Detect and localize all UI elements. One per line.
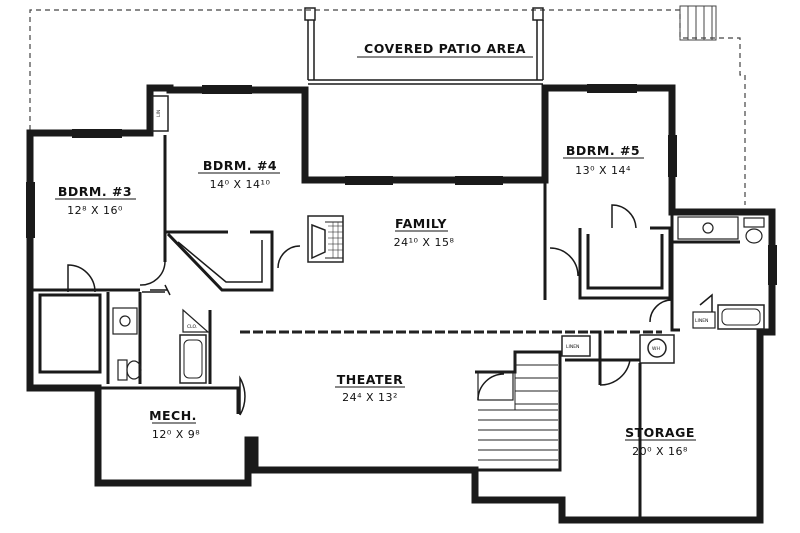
- sink: [112, 307, 138, 335]
- door-swing: [239, 375, 246, 416]
- room-dims: 14⁰ X 14¹⁰: [210, 178, 271, 191]
- room-covered-patio: COVERED PATIO AREA: [357, 41, 533, 58]
- closet-clo: CLO.: [182, 308, 210, 333]
- room-label: FAMILY: [395, 216, 447, 231]
- room-label: BDRM. #3: [58, 184, 132, 199]
- window: [587, 84, 637, 93]
- closet-label: CLO.: [187, 324, 197, 330]
- door-swing: [139, 261, 166, 286]
- door-swing: [699, 293, 713, 312]
- window: [455, 176, 503, 185]
- covered-patio-structure: [304, 7, 544, 85]
- room-dims: 20⁰ X 16⁸: [632, 445, 688, 458]
- room-label: STORAGE: [625, 425, 695, 440]
- door-swing: [277, 245, 301, 269]
- interior-wall: [578, 226, 672, 300]
- room-label: BDRM. #4: [203, 158, 277, 173]
- room-label: MECH.: [149, 408, 197, 423]
- bathtub-basin: [183, 339, 203, 379]
- window: [26, 182, 35, 238]
- room-label: COVERED PATIO AREA: [364, 41, 526, 56]
- bathtub-basin: [721, 308, 761, 326]
- window: [345, 176, 393, 185]
- bathtub: [717, 304, 765, 330]
- interior-stair: [475, 350, 562, 472]
- sink-basin: [702, 222, 714, 234]
- window: [768, 245, 777, 285]
- interior-wall: [586, 234, 664, 290]
- linen-closet: [151, 95, 169, 132]
- fireplace: [307, 215, 344, 263]
- linen-label: LINEN: [566, 344, 579, 350]
- linen-label: LINEN: [695, 318, 708, 324]
- room-bdrm3: BDRM. #3 12⁸ X 16⁰: [55, 184, 136, 217]
- exterior-wall: [26, 84, 776, 524]
- sink-basin: [119, 315, 131, 327]
- room-label: BDRM. #5: [566, 143, 640, 158]
- door-swing: [649, 299, 673, 323]
- toilet: [117, 359, 142, 381]
- vanity: [677, 216, 739, 240]
- linen-closet: [561, 335, 591, 357]
- door-swing: [611, 204, 637, 229]
- interior-wall: [106, 292, 212, 384]
- room-dims: 12⁸ X 16⁰: [67, 204, 123, 217]
- room-bdrm5: BDRM. #5 13⁰ X 14⁴: [563, 143, 644, 177]
- room-mech: MECH. 12⁰ X 9⁸: [149, 408, 200, 441]
- water-heater: WH: [639, 334, 675, 364]
- toilet: [743, 217, 765, 244]
- interior-wall: [670, 212, 740, 332]
- interior-wall: [565, 358, 642, 520]
- water-heater-label: WH: [652, 346, 660, 352]
- room-dims: 13⁰ X 14⁴: [575, 164, 631, 177]
- interior-wall: [100, 386, 240, 414]
- interior-wall: [166, 230, 274, 292]
- exterior-stair: [679, 5, 717, 41]
- room-theater: THEATER 24⁴ X 13²: [335, 372, 405, 404]
- room-storage: STORAGE 20⁰ X 16⁸: [625, 425, 696, 458]
- room-dims: 24⁴ X 13²: [342, 391, 398, 404]
- door-swing: [599, 359, 631, 386]
- closet-line: [177, 240, 263, 283]
- window: [72, 129, 122, 138]
- interior-wall: [590, 330, 602, 385]
- door-swing: [549, 247, 579, 277]
- door-swing: [142, 284, 171, 296]
- door-swing: [67, 264, 96, 293]
- room-dims: 24¹⁰ X 15⁸: [394, 236, 455, 249]
- room-bdrm4: BDRM. #4 14⁰ X 14¹⁰: [198, 158, 280, 191]
- room-dims: 12⁰ X 9⁸: [152, 428, 200, 441]
- deck-outline: [29, 9, 746, 205]
- room-family: FAMILY 24¹⁰ X 15⁸: [394, 216, 455, 249]
- interior-wall: [38, 293, 102, 374]
- linen-closet: [692, 311, 716, 329]
- linen-label: LIN: [156, 110, 162, 117]
- window: [202, 85, 252, 94]
- window: [668, 135, 677, 177]
- bathtub: [179, 334, 207, 384]
- room-label: THEATER: [337, 372, 403, 387]
